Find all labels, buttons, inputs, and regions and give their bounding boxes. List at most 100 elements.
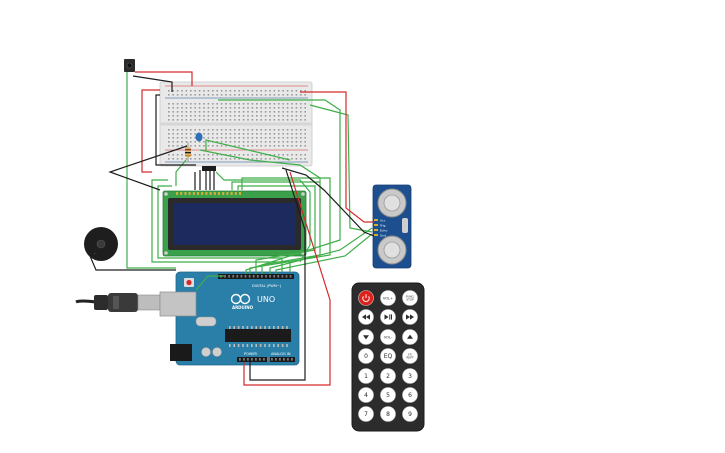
breadboard-hole xyxy=(264,90,267,92)
remote-button-8[interactable]: 8 xyxy=(380,406,396,422)
breadboard-hole xyxy=(203,137,205,139)
lcd-pin xyxy=(192,192,195,195)
wire-green[interactable] xyxy=(215,171,311,263)
breadboard-hole xyxy=(190,129,192,131)
up-button[interactable] xyxy=(402,329,418,345)
push-button[interactable] xyxy=(124,59,135,72)
rewind-button[interactable] xyxy=(358,309,374,325)
breadboard-hole xyxy=(291,103,293,105)
wire-green[interactable] xyxy=(151,179,291,272)
breadboard-hole xyxy=(278,90,280,92)
breadboard-hole xyxy=(247,141,249,143)
piezo-buzzer[interactable]: - xyxy=(84,227,118,261)
breadboard-hole xyxy=(242,90,245,92)
breadboard-hole xyxy=(220,94,223,96)
breadboard-hole xyxy=(273,141,276,143)
lcd-display[interactable] xyxy=(162,190,307,257)
wire-black[interactable] xyxy=(89,255,176,271)
breadboard-hole xyxy=(286,141,289,143)
resistor[interactable] xyxy=(185,142,191,162)
breadboard-hole xyxy=(282,141,284,143)
header-pin xyxy=(239,358,241,361)
play-pause-button[interactable] xyxy=(380,309,396,325)
power-button[interactable] xyxy=(358,290,374,306)
fast-forward-button[interactable] xyxy=(402,309,418,325)
breadboard-hole xyxy=(190,90,192,92)
remote-button-func-stop[interactable]: FUNC/STOP xyxy=(402,290,418,306)
breadboard-hole xyxy=(203,107,205,109)
header-pin xyxy=(287,358,289,361)
remote-button-3[interactable]: 3 xyxy=(402,368,418,384)
ir-receiver[interactable] xyxy=(202,166,216,171)
breadboard-hole xyxy=(234,119,236,121)
breadboard-hole xyxy=(203,90,205,92)
breadboard-hole xyxy=(273,94,276,96)
breadboard[interactable] xyxy=(159,81,313,167)
breadboard-hole xyxy=(194,141,196,143)
wire-red[interactable] xyxy=(243,171,331,386)
breadboard-hole xyxy=(251,129,254,131)
wire-black[interactable] xyxy=(249,169,306,381)
wire-green[interactable] xyxy=(175,159,187,186)
remote-button-9[interactable]: 9 xyxy=(402,406,418,422)
wire-green[interactable] xyxy=(126,72,176,269)
breadboard-hole xyxy=(256,141,258,143)
remote-button-eq[interactable]: EQ xyxy=(380,348,396,364)
wire-green[interactable] xyxy=(237,185,316,274)
wire-black[interactable] xyxy=(281,167,375,237)
wire-red[interactable] xyxy=(135,71,193,86)
wire-red[interactable] xyxy=(141,89,160,173)
digital-header xyxy=(218,274,294,279)
breadboard-hole xyxy=(238,133,240,135)
breadboard-hole xyxy=(256,107,258,109)
remote-button-2[interactable]: 2 xyxy=(380,368,396,384)
power-icon xyxy=(362,294,370,302)
breadboard-hole xyxy=(190,115,192,117)
wire-green[interactable] xyxy=(195,275,224,291)
remote-button-7[interactable]: 7 xyxy=(358,406,374,422)
led[interactable] xyxy=(195,132,203,142)
chip-pin xyxy=(268,344,271,347)
breadboard-hole xyxy=(181,145,183,147)
wire-green[interactable] xyxy=(205,139,291,161)
breadboard-hole xyxy=(168,94,170,96)
arduino-uno-board[interactable]: DIGITAL (PWM~) UNO ARDUINO POWER ANALOG … xyxy=(159,271,300,366)
breadboard-hole xyxy=(260,137,262,139)
breadboard-hole xyxy=(185,103,188,105)
down-button[interactable] xyxy=(358,329,374,345)
remote-button-0[interactable]: 0 xyxy=(358,348,374,364)
breadboard-hole xyxy=(251,158,254,160)
wire-black[interactable] xyxy=(155,94,196,166)
remote-button-st-rept[interactable]: ST/REPT xyxy=(402,348,418,364)
remote-button-1[interactable]: 1 xyxy=(358,368,374,384)
breadboard-hole xyxy=(247,129,249,131)
wire-red[interactable] xyxy=(300,91,374,223)
lcd-pin xyxy=(197,192,199,195)
lcd-mount-hole xyxy=(164,192,168,196)
wire-black[interactable] xyxy=(132,75,173,92)
remote-button-label: 9 xyxy=(408,411,412,418)
wire-green[interactable] xyxy=(275,233,373,274)
remote-button-vol-[interactable]: VOL+ xyxy=(380,290,396,306)
remote-button-6[interactable]: 6 xyxy=(402,387,418,403)
chip-pin xyxy=(281,326,284,329)
remote-button-5[interactable]: 5 xyxy=(380,387,396,403)
ultrasonic-pin xyxy=(374,229,378,231)
breadboard-hole xyxy=(273,154,276,156)
remote-button-4[interactable]: 4 xyxy=(358,387,374,403)
breadboard-hole xyxy=(220,141,223,143)
remote-button-vol-[interactable]: VOL- xyxy=(380,329,396,345)
breadboard-hole xyxy=(185,115,188,117)
breadboard-hole xyxy=(242,145,245,147)
header-pin xyxy=(283,358,285,361)
breadboard-hole xyxy=(198,129,201,131)
breadboard-hole xyxy=(212,145,214,147)
wire-black[interactable] xyxy=(108,145,188,191)
wire-green[interactable] xyxy=(309,104,373,233)
wire-green[interactable] xyxy=(231,181,320,190)
breadboard-hole xyxy=(190,111,192,113)
breadboard-hole xyxy=(300,141,302,143)
wire-green[interactable] xyxy=(218,99,341,274)
